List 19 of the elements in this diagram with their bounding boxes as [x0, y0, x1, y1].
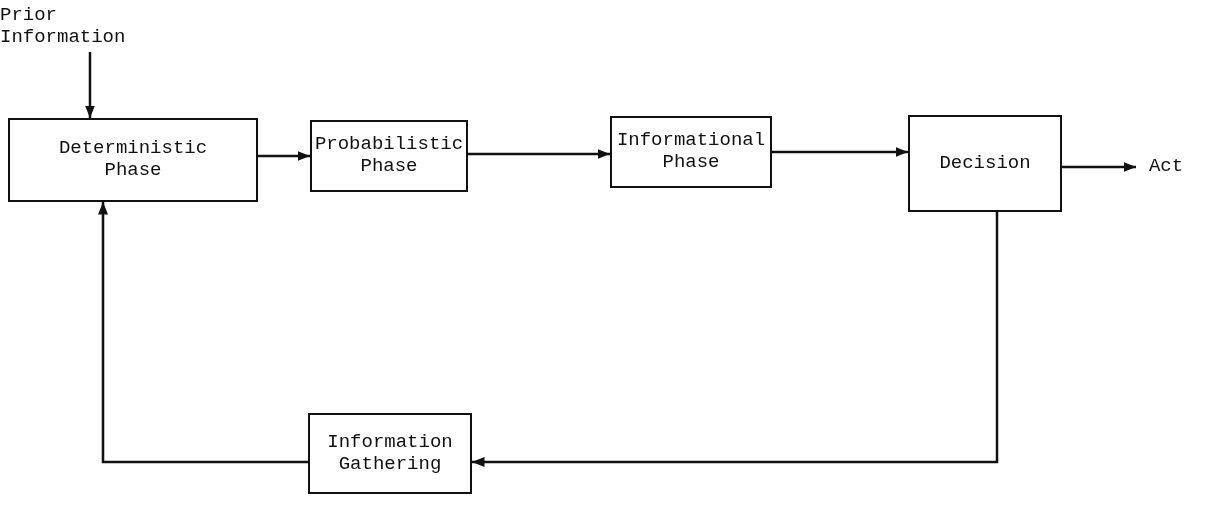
process-box: [908, 115, 1062, 212]
box-label: Informational Phase: [615, 130, 767, 174]
arrow: [468, 149, 610, 159]
box-label: Deterministic Phase: [57, 138, 209, 182]
flow-label: Act: [1148, 156, 1184, 178]
process-box: [310, 120, 468, 192]
process-box: [308, 413, 472, 494]
arrow: [1062, 162, 1136, 172]
box-label: Information Gathering: [326, 431, 454, 476]
arrow: [98, 202, 308, 464]
arrow: [772, 147, 908, 157]
arrow: [472, 212, 999, 467]
box-label: Probabilistic Phase: [313, 134, 465, 178]
flow-label: Prior Information: [0, 5, 127, 49]
process-box: [8, 118, 258, 202]
box-label: Decision: [939, 152, 1031, 175]
process-box: [610, 116, 772, 188]
arrow: [85, 52, 95, 118]
arrow: [258, 151, 310, 161]
